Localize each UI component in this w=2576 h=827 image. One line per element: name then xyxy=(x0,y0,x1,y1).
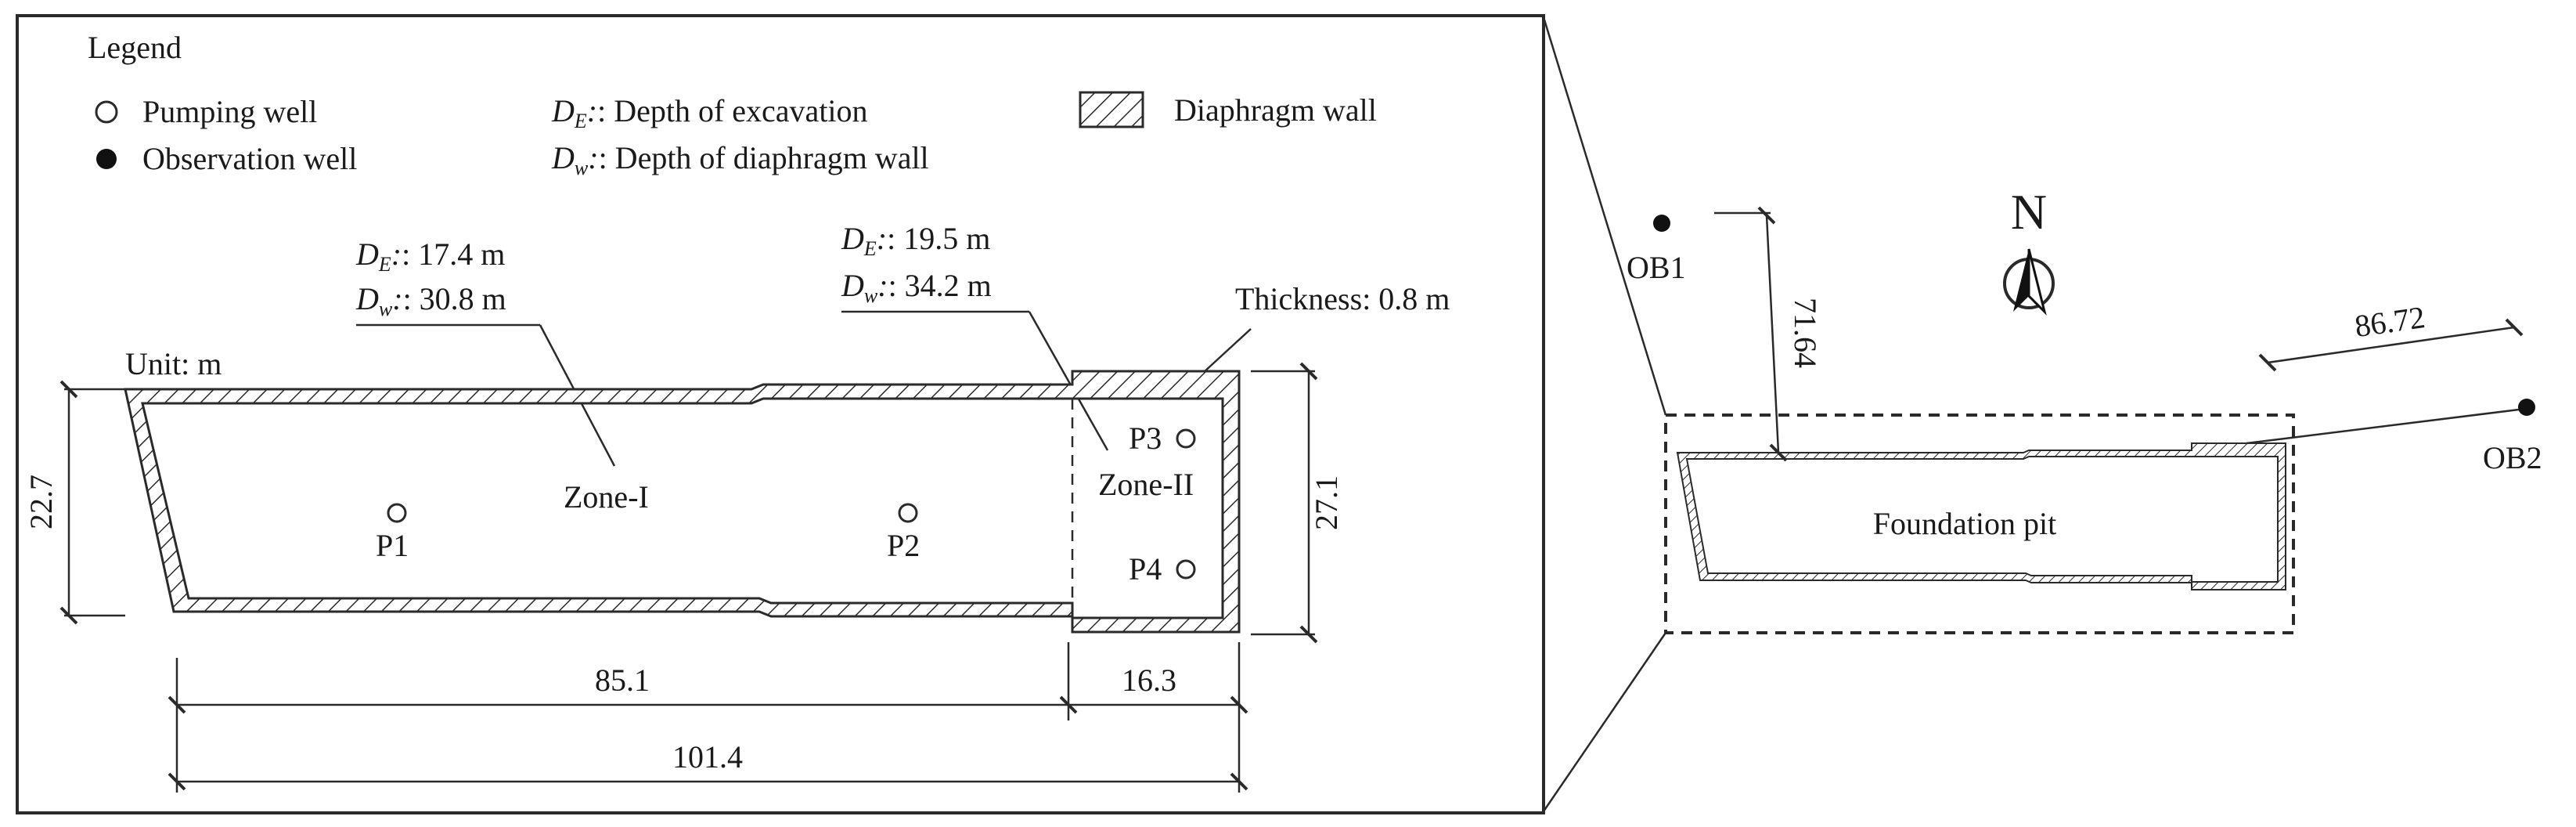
north-label: N xyxy=(2011,184,2047,240)
well-label-p4: P4 xyxy=(1129,551,1162,587)
zone2-leader-diagonal xyxy=(1028,311,1109,451)
pumping-well-p2 xyxy=(898,503,918,523)
dim-zone1-length: 85.1 xyxy=(595,663,650,698)
ob1-distance: 71.64 xyxy=(1714,206,1823,462)
diaphragm-wall xyxy=(124,370,1241,634)
pit-plan xyxy=(124,370,1241,634)
north-arrow-icon: N xyxy=(2003,184,2055,316)
legend: Legend Pumping well Observation well DE:… xyxy=(88,30,1377,179)
zoom-connector-top xyxy=(1542,16,1667,416)
ob2-distance: 86.72 xyxy=(2246,299,2524,445)
observation-well-ob2 xyxy=(2518,399,2535,416)
legend-title: Legend xyxy=(88,30,182,65)
pumping-well-p3 xyxy=(1176,428,1196,449)
legend-dw-definition: Dw:: Depth of diaphragm wall xyxy=(551,140,929,179)
legend-observation-well: Observation well xyxy=(142,141,357,176)
dim-total-length: 101.4 xyxy=(672,739,743,775)
zone1-dw-value: Dw:: 30.8 m xyxy=(355,281,506,320)
dimension-bottom: 85.1 16.3 101.4 xyxy=(168,642,1248,793)
well-label-p3: P3 xyxy=(1129,421,1162,456)
ob2-label: OB2 xyxy=(2483,440,2542,475)
observation-well-ob1 xyxy=(1653,215,1670,232)
pumping-well-p4 xyxy=(1176,559,1196,580)
ob1-label: OB1 xyxy=(1627,250,1686,285)
zone1-de-value: DE:: 17.4 m xyxy=(355,237,505,276)
ob1-distance-value: 71.64 xyxy=(1788,298,1823,368)
wall-thickness-label: Thickness: 0.8 m xyxy=(1235,281,1450,316)
zone2-de-value: DE:: 19.5 m xyxy=(841,221,990,260)
legend-diaphragm-wall: Diaphragm wall xyxy=(1174,92,1377,128)
site-pit-label: Foundation pit xyxy=(1873,506,2056,541)
dim-zone2-length: 16.3 xyxy=(1122,663,1176,698)
dim-left-height-value: 22.7 xyxy=(23,475,59,529)
site-pit-outline xyxy=(1676,442,2286,590)
legend-pumping-well: Pumping well xyxy=(142,94,317,129)
pumping-well-symbol xyxy=(95,100,118,124)
legend-de-definition: DE:: Depth of excavation xyxy=(551,93,868,132)
dim-right-height-value: 27.1 xyxy=(1309,475,1344,530)
zone2-dw-value: Dw:: 34.2 m xyxy=(841,268,992,307)
well-label-p2: P2 xyxy=(887,528,920,563)
diaphragm-wall-symbol xyxy=(1079,91,1144,128)
observation-well-symbol xyxy=(96,149,117,169)
well-label-p1: P1 xyxy=(376,528,409,563)
ob2-distance-value: 86.72 xyxy=(2352,299,2426,344)
unit-label: Unit: m xyxy=(125,346,222,381)
detail-panel-frame xyxy=(16,14,1545,814)
dimension-left-height: 22.7 xyxy=(23,380,125,625)
zone2-label: Zone-II xyxy=(1098,467,1194,502)
zone1-label: Zone-I xyxy=(564,479,649,515)
pumping-well-p1 xyxy=(387,503,407,523)
site-extent-box xyxy=(1664,414,2295,634)
dimension-right-height: 27.1 xyxy=(1251,362,1344,644)
zoom-connector-bottom xyxy=(1542,632,1667,812)
